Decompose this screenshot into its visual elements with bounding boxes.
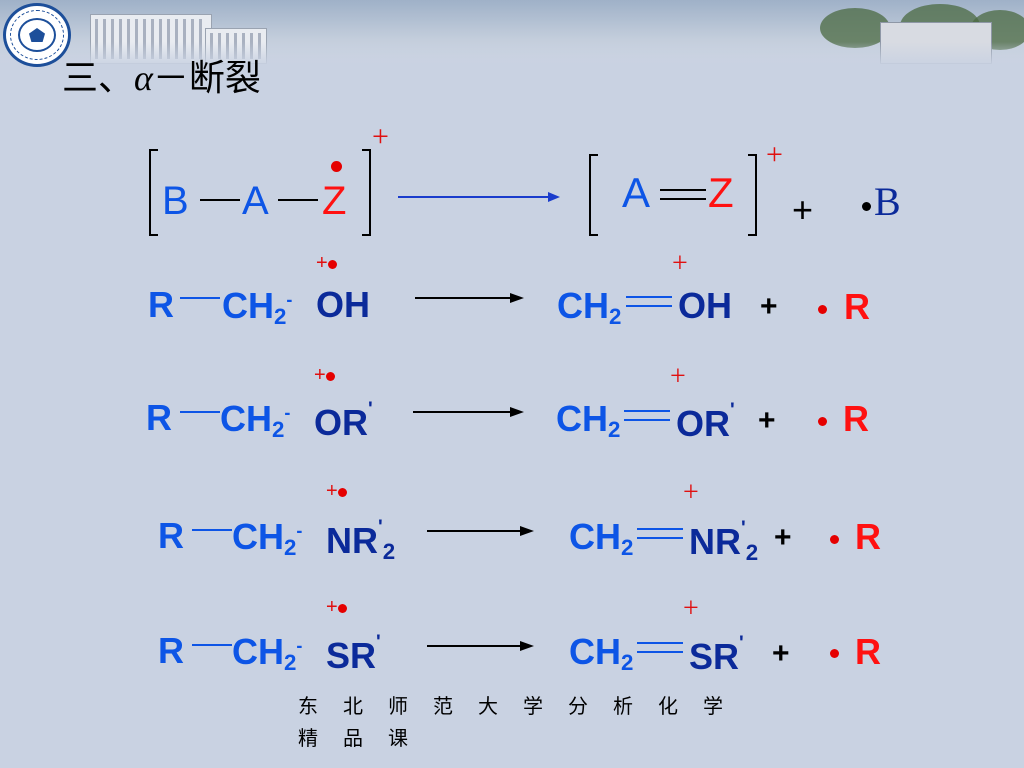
plus-sign: + (792, 189, 814, 230)
positive-charge: + (372, 120, 389, 153)
tree-image (820, 8, 890, 48)
positive-charge: + (316, 253, 337, 273)
ch2-product: CH2 (569, 516, 634, 561)
radical-dot (818, 414, 827, 430)
plus-sign: + (772, 637, 790, 670)
ch2-group: CH2- (232, 631, 303, 676)
hetero-group: SR' (326, 631, 381, 676)
arrow-head (548, 192, 560, 202)
right-bracket (362, 149, 371, 236)
title-prefix: 三、 (62, 58, 135, 99)
radical-dot (830, 532, 839, 548)
plus-sign: + (760, 290, 778, 323)
left-bracket (149, 149, 158, 236)
ch2-group: CH2- (220, 398, 291, 443)
radical-dot (862, 199, 871, 215)
r-group: R (158, 515, 184, 556)
radical-dot (818, 302, 827, 318)
hetero-product: OH (678, 285, 732, 326)
hetero-product: NR'2 (689, 517, 759, 566)
university-logo (3, 3, 71, 67)
hetero-product: OR' (676, 399, 735, 444)
r-radical: R (844, 286, 870, 327)
radical-dot (830, 646, 839, 662)
arrow-head (520, 641, 534, 651)
plus-sign: + (758, 404, 776, 437)
title-suffix: －断裂 (152, 58, 261, 99)
ch2-product: CH2 (569, 631, 634, 676)
plus-sign: + (774, 521, 792, 554)
positive-charge: + (766, 138, 783, 171)
hetero-group: OH (316, 284, 370, 325)
atom-z: Z (322, 179, 347, 223)
r-group: R (158, 630, 184, 671)
right-bracket (748, 154, 757, 236)
radical-b: B (874, 179, 901, 224)
atom-a: A (622, 169, 651, 216)
page-title: 三、α－断裂 (62, 60, 261, 97)
positive-charge: + (314, 365, 335, 385)
positive-charge: + (326, 481, 347, 501)
ch2-group: CH2- (222, 285, 293, 330)
arrow-head (520, 526, 534, 536)
r-group: R (146, 397, 172, 438)
r-radical: R (855, 631, 881, 672)
header-banner (0, 0, 1024, 66)
hetero-group: OR' (314, 398, 373, 443)
r-radical: R (855, 516, 881, 557)
ch2-group: CH2- (232, 516, 303, 561)
hetero-group: NR'2 (326, 516, 396, 565)
left-bracket (589, 154, 598, 236)
atom-z: Z (708, 169, 734, 216)
positive-charge: + (326, 597, 347, 617)
atom-b: B (162, 179, 189, 223)
arrow-head (510, 293, 524, 303)
positive-charge: + (683, 593, 699, 624)
positive-charge: + (672, 248, 688, 279)
ch2-product: CH2 (556, 398, 621, 443)
hetero-product: SR' (689, 632, 744, 677)
positive-charge: + (683, 477, 699, 508)
ch2-product: CH2 (557, 285, 622, 330)
footer-line-1: 东北师范大学分析化学 (298, 694, 748, 718)
atom-a: A (242, 179, 269, 223)
radical-dot (331, 160, 342, 176)
positive-charge: + (670, 361, 686, 392)
footer-line-2: 精品课 (298, 726, 433, 750)
r-radical: R (843, 398, 869, 439)
arrow-head (510, 407, 524, 417)
r-group: R (148, 284, 174, 325)
title-alpha: α (134, 58, 153, 98)
